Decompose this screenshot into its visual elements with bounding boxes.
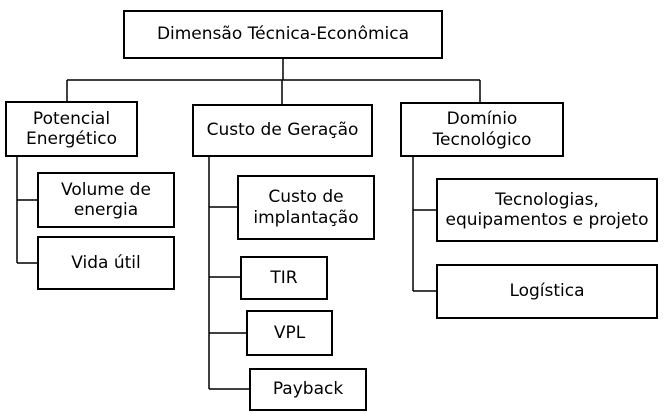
- leaf-node-tecnologias-equipamentos-e-projeto: Tecnologias, equipamentos e projeto: [436, 178, 658, 242]
- leaf-node-tir: TIR: [240, 256, 328, 300]
- root-node: Dimensão Técnica-Econômica: [123, 10, 443, 59]
- leaf-node-logistica: Logística: [436, 264, 658, 319]
- column-node-custo-de-geracao: Custo de Geração: [192, 104, 373, 157]
- column-node-potencial-energetico: Potencial Energético: [5, 101, 138, 157]
- leaf-node-vpl: VPL: [246, 310, 333, 356]
- leaf-node-payback: Payback: [249, 368, 367, 411]
- column-node-dominio-tecnologico: Domínio Tecnológico: [400, 102, 564, 157]
- leaf-node-volume-de-energia: Volume de energia: [37, 172, 175, 228]
- leaf-node-custo-de-implantacao: Custo de implantação: [237, 175, 375, 240]
- leaf-node-vida-util: Vida útil: [37, 236, 175, 290]
